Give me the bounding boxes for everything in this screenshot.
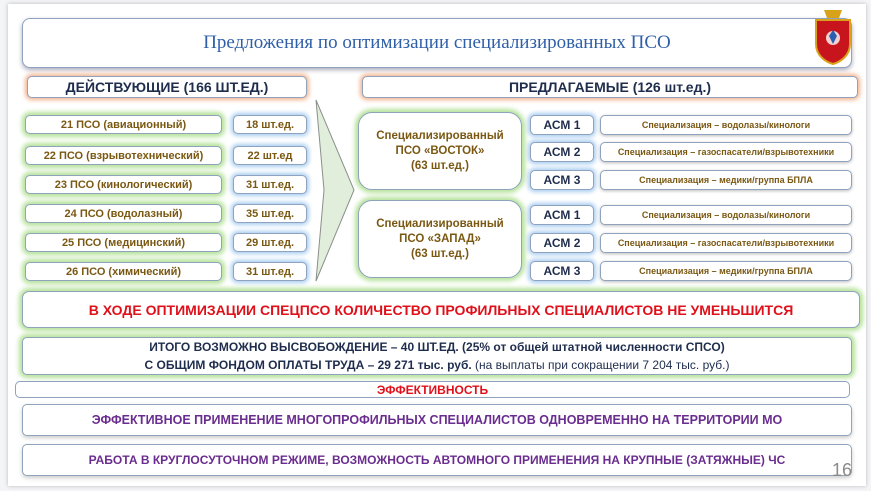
total-line1: ИТОГО ВОЗМОЖНО ВЫСВОБОЖДЕНИЕ – 40 ШТ.ЕД.… bbox=[149, 340, 725, 354]
asm-label: АСМ 3 bbox=[530, 170, 594, 190]
title-box: Предложения по оптимизации специализиров… bbox=[22, 18, 852, 68]
asm-label: АСМ 2 bbox=[530, 233, 594, 253]
current-header: ДЕЙСТВУЮЩИЕ (166 ШТ.ЕД.) bbox=[27, 76, 307, 98]
arrow-chevron-icon bbox=[315, 99, 355, 282]
current-pso-name: 22 ПСО (взрывотехнический) bbox=[25, 146, 222, 165]
asm-specialization: Специализация – водолазы/кинологи bbox=[600, 205, 852, 225]
current-pso-name: 25 ПСО (медицинский) bbox=[25, 233, 222, 252]
current-pso-count: 18 шт.ед. bbox=[233, 115, 307, 134]
asm-specialization: Специализация – медики/группа БПЛА bbox=[600, 170, 852, 190]
page-title: Предложения по оптимизации специализиров… bbox=[203, 32, 671, 53]
proposed-header: ПРЕДЛАГАЕМЫЕ (126 шт.ед.) bbox=[362, 76, 858, 98]
asm-label: АСМ 1 bbox=[530, 115, 594, 135]
current-pso-count: 31 шт.ед. bbox=[233, 175, 307, 194]
banner: В ХОДЕ ОПТИМИЗАЦИИ СПЕЦПСО КОЛИЧЕСТВО ПР… bbox=[22, 291, 860, 328]
current-pso-count: 22 шт.ед bbox=[233, 146, 307, 165]
asm-specialization: Специализация – медики/группа БПЛА bbox=[600, 261, 852, 281]
current-pso-count: 31 шт.ед. bbox=[233, 262, 307, 281]
asm-label: АСМ 1 bbox=[530, 205, 594, 225]
total-line2: С ОБЩИМ ФОНДОМ ОПЛАТЫ ТРУДА – 29 271 тыс… bbox=[144, 358, 730, 372]
total-box: ИТОГО ВОЗМОЖНО ВЫСВОБОЖДЕНИЕ – 40 ШТ.ЕД.… bbox=[22, 337, 852, 375]
asm-specialization: Специализация – газоспасатели/взрывотехн… bbox=[600, 142, 852, 162]
efficiency-item: ЭФФЕКТИВНОЕ ПРИМЕНЕНИЕ МНОГОПРОФИЛЬНЫХ С… bbox=[22, 404, 852, 436]
coat-of-arms-logo bbox=[812, 6, 854, 66]
asm-label: АСМ 2 bbox=[530, 142, 594, 162]
current-pso-count: 35 шт.ед. bbox=[233, 204, 307, 223]
asm-specialization: Специализация – водолазы/кинологи bbox=[600, 115, 852, 135]
current-pso-name: 26 ПСО (химический) bbox=[25, 262, 222, 281]
current-pso-name: 24 ПСО (водолазный) bbox=[25, 204, 222, 223]
current-pso-name: 21 ПСО (авиационный) bbox=[25, 115, 222, 134]
page-number: 16 bbox=[832, 460, 853, 480]
asm-label: АСМ 3 bbox=[530, 261, 594, 281]
asm-specialization: Специализация – газоспасатели/взрывотехн… bbox=[600, 233, 852, 253]
current-pso-count: 29 шт.ед. bbox=[233, 233, 307, 252]
efficiency-item: РАБОТА В КРУГЛОСУТОЧНОМ РЕЖИМЕ, ВОЗМОЖНО… bbox=[22, 444, 852, 476]
current-pso-name: 23 ПСО (кинологический) bbox=[25, 175, 222, 194]
efficiency-header: ЭФФЕКТИВНОСТЬ bbox=[15, 381, 850, 398]
